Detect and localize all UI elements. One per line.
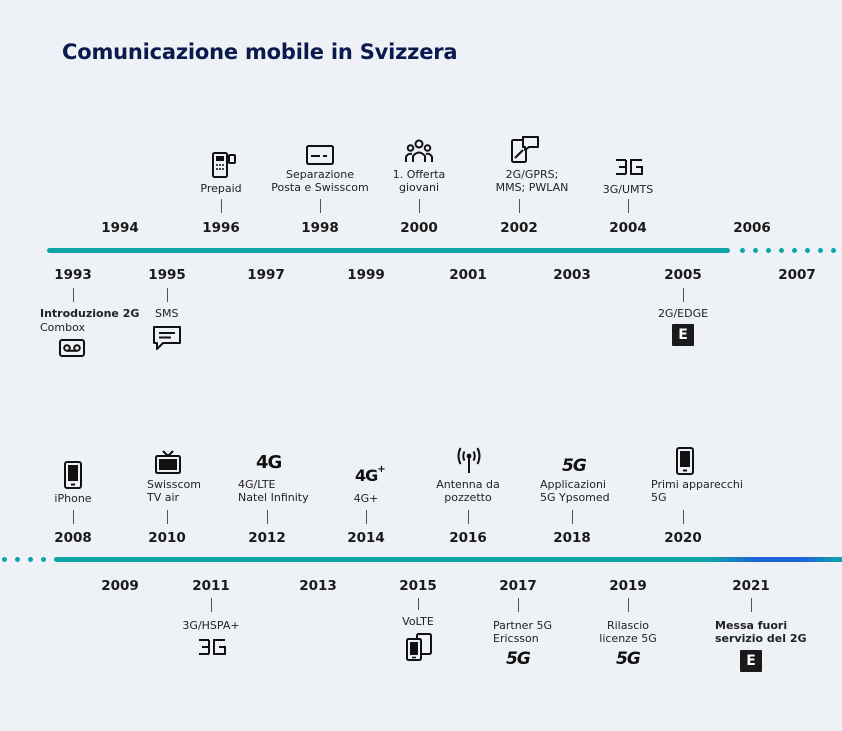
tick-2015 [418, 598, 419, 610]
3g-icon [198, 638, 226, 656]
event-2018-label: Applicazioni 5G Ypsomed [540, 478, 610, 504]
tick-2018 [572, 510, 573, 524]
year-2018: 2018 [553, 530, 591, 546]
event-1998-label: Separazione Posta e Swisscom [271, 168, 369, 194]
year-2021: 2021 [732, 578, 770, 594]
year-1995: 1995 [148, 267, 186, 283]
event-2017-label: Partner 5G Ericsson [493, 619, 552, 645]
year-2011: 2011 [192, 578, 230, 594]
tick-1996 [221, 199, 222, 213]
event-2000-label: 1. Offerta giovani [392, 168, 446, 194]
timeline-2-leading-dots [2, 557, 52, 563]
timeline-1-continuation-dots [740, 248, 840, 254]
tick-2021 [751, 598, 752, 612]
event-2021-title: Messa fuori servizio del 2G [715, 619, 807, 645]
phone-message-icon [510, 136, 540, 164]
sms-icon [153, 326, 181, 350]
tv-icon [155, 450, 181, 474]
event-1995-label: SMS [155, 307, 179, 320]
year-2006: 2006 [733, 220, 771, 236]
event-2011-label: 3G/HSPA+ [182, 619, 240, 632]
event-2010-label: Swisscom TV air [147, 478, 201, 504]
smartphone-icon [64, 461, 82, 489]
year-2014: 2014 [347, 530, 385, 546]
event-1993-label: Combox [40, 321, 86, 334]
year-1994: 1994 [101, 220, 139, 236]
year-1993: 1993 [54, 267, 92, 283]
event-2005-label: 2G/EDGE [657, 307, 709, 320]
smartphone-icon [676, 447, 694, 475]
group-icon [405, 138, 433, 164]
event-2002-label: 2G/GPRS; MMS; PWLAN [495, 168, 569, 194]
year-1999: 1999 [347, 267, 385, 283]
edge-icon: E [740, 650, 762, 672]
year-2000: 2000 [400, 220, 438, 236]
page-title: Comunicazione mobile in Svizzera [62, 40, 458, 64]
tick-2011 [211, 598, 212, 612]
4g-plus-glyph: 4G [355, 466, 378, 485]
tick-2017 [518, 598, 519, 612]
tick-2016 [468, 510, 469, 524]
antenna-icon [455, 446, 483, 474]
tick-2005 [683, 288, 684, 302]
event-2015-label: VoLTE [402, 615, 434, 628]
year-1998: 1998 [301, 220, 339, 236]
card-icon [306, 145, 334, 165]
tick-1993 [73, 288, 74, 302]
year-2013: 2013 [299, 578, 337, 594]
tick-2008 [73, 510, 74, 524]
tick-2004 [628, 199, 629, 213]
year-2007: 2007 [778, 267, 816, 283]
year-2008: 2008 [54, 530, 92, 546]
year-2017: 2017 [499, 578, 537, 594]
tick-2020 [683, 510, 684, 524]
year-1997: 1997 [247, 267, 285, 283]
4g-plus-sup: + [377, 464, 385, 475]
voicemail-icon [59, 339, 85, 357]
tick-2000 [419, 199, 420, 213]
4g-icon: 4G [256, 452, 282, 473]
event-2014-label: 4G+ [353, 492, 379, 505]
event-2019-label: Rilascio licenze 5G [599, 619, 657, 645]
year-2019: 2019 [609, 578, 647, 594]
year-2012: 2012 [248, 530, 286, 546]
year-2002: 2002 [500, 220, 538, 236]
tick-2010 [167, 510, 168, 524]
year-2004: 2004 [609, 220, 647, 236]
year-2016: 2016 [449, 530, 487, 546]
event-2016-label: Antenna da pozzetto [436, 478, 500, 504]
tick-2012 [267, 510, 268, 524]
edge-icon: E [672, 324, 694, 346]
year-2020: 2020 [664, 530, 702, 546]
prepaid-phone-icon [210, 151, 238, 179]
event-1996-label: Prepaid [200, 182, 242, 195]
timeline-2-line [54, 557, 842, 562]
3g-icon [615, 158, 643, 176]
5g-icon: 5G [616, 649, 641, 669]
year-2003: 2003 [553, 267, 591, 283]
volte-icon [405, 633, 433, 661]
year-2015: 2015 [399, 578, 437, 594]
event-2008-label: iPhone [54, 492, 92, 505]
event-1993-title: Introduzione 2G [40, 307, 140, 320]
event-2012-label: 4G/LTE Natel Infinity [238, 478, 309, 504]
year-2010: 2010 [148, 530, 186, 546]
event-2004-label: 3G/UMTS [602, 183, 654, 196]
timeline-1-line [47, 248, 730, 253]
year-1996: 1996 [202, 220, 240, 236]
tick-1998 [320, 199, 321, 213]
tick-2014 [366, 510, 367, 524]
year-2001: 2001 [449, 267, 487, 283]
event-2020-label: Primi apparecchi 5G [651, 478, 743, 504]
5g-icon: 5G [562, 456, 587, 476]
5g-icon: 5G [506, 649, 531, 669]
tick-2019 [628, 598, 629, 612]
year-2009: 2009 [101, 578, 139, 594]
tick-2002 [519, 199, 520, 213]
4g-plus-icon: 4G+ [355, 465, 386, 485]
year-2005: 2005 [664, 267, 702, 283]
tick-1995 [167, 288, 168, 302]
